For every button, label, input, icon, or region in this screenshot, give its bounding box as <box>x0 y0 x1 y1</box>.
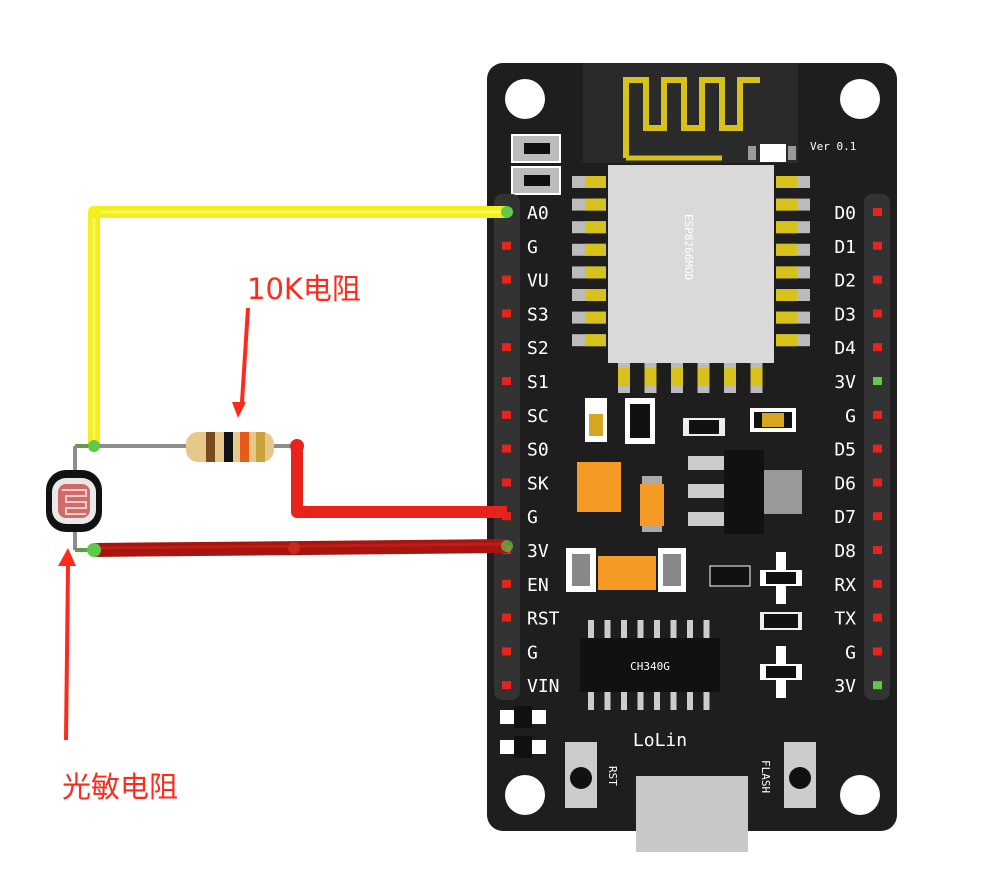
right-pin-label: D6 <box>834 473 856 494</box>
right-pin-label: D3 <box>834 304 856 325</box>
left-pin-label: VU <box>527 271 549 292</box>
left-pin-label: G <box>527 642 538 663</box>
antenna-trace <box>623 77 760 158</box>
brand-label: LoLin <box>633 730 687 751</box>
right-pin-dot <box>873 478 882 487</box>
right-pin-label: D0 <box>834 203 856 224</box>
left-pin-dot <box>502 681 511 690</box>
voltage-regulator <box>724 450 764 534</box>
left-pin-dot <box>502 241 511 250</box>
right-pin-label: D1 <box>834 237 856 258</box>
right-pin-label: D4 <box>834 338 856 359</box>
ldr-label: 光敏电阻 <box>62 770 178 804</box>
right-pin-label: G <box>845 406 856 427</box>
ldr-annotation: 光敏电阻 <box>58 548 178 804</box>
left-pin-label: G <box>527 507 538 528</box>
left-pin-label: EN <box>527 575 549 596</box>
left-pin-dot <box>502 444 511 453</box>
right-pin-label: D2 <box>834 271 856 292</box>
photoresistor <box>46 470 102 532</box>
right-pin-dot <box>873 579 882 588</box>
wire-ground <box>290 439 507 518</box>
usb-connector <box>636 776 748 852</box>
right-pin-dot <box>873 647 882 656</box>
flash-button-label: FLASH <box>759 760 772 793</box>
right-pin-label: 3V <box>834 676 856 697</box>
left-pin-dot <box>502 478 511 487</box>
left-pin-dot <box>502 410 511 419</box>
mounting-hole <box>505 79 545 119</box>
right-pin-dot <box>873 681 882 690</box>
right-pin-dot <box>873 343 882 352</box>
nodemcu-board: Ver 0.1 ESP8266MOD <box>487 63 897 852</box>
right-pin-label: D5 <box>834 440 856 461</box>
right-pin-dot <box>873 512 882 521</box>
left-pin-label: A0 <box>527 203 549 224</box>
left-pin-label: RST <box>527 609 560 630</box>
resistor-annotation: 10K电阻 <box>232 272 361 418</box>
left-pin-dot <box>502 647 511 656</box>
left-pin-label: G <box>527 237 538 258</box>
right-pin-label: TX <box>834 609 856 630</box>
right-pin-label: 3V <box>834 372 856 393</box>
right-pin-dot <box>873 208 882 216</box>
left-pin-dot <box>502 377 511 385</box>
right-pin-label: RX <box>834 575 856 596</box>
module-label: ESP8266MOD <box>682 214 695 280</box>
right-pin-dot <box>873 546 882 554</box>
board-version: Ver 0.1 <box>810 140 856 153</box>
left-pin-dot <box>502 343 511 352</box>
left-pin-label: S1 <box>527 372 549 393</box>
left-pin-label: S2 <box>527 338 549 359</box>
left-pin-dot <box>502 613 511 622</box>
resistor-10k <box>186 432 274 462</box>
usb-chip-label: CH340G <box>630 660 670 673</box>
right-pin-label: D8 <box>834 541 856 562</box>
right-pin-dot <box>873 377 882 385</box>
smd-capacitor <box>577 462 621 512</box>
right-pin-dot <box>873 275 882 284</box>
ch340g-chip <box>580 638 720 692</box>
smd-capacitor <box>640 484 664 526</box>
mounting-hole <box>840 775 880 815</box>
left-pin-label: S3 <box>527 304 549 325</box>
right-pin-dot <box>873 444 882 453</box>
right-pin-label: D7 <box>834 507 856 528</box>
left-pin-label: 3V <box>527 541 549 562</box>
resistor-label: 10K电阻 <box>247 272 361 306</box>
wire-signal <box>88 206 507 446</box>
right-pin-dot <box>873 309 882 318</box>
esp8266-module <box>608 165 774 363</box>
left-pin-label: SC <box>527 406 549 427</box>
right-pin-label: G <box>845 642 856 663</box>
wire-power <box>87 539 508 557</box>
left-pin-dot <box>502 275 511 284</box>
rst-button-label: RST <box>606 766 619 786</box>
left-pin-dot <box>502 579 511 588</box>
right-pin-dot <box>873 241 882 250</box>
right-pin-dot <box>873 613 882 622</box>
left-pin-label: SK <box>527 473 549 494</box>
left-pin-dot <box>502 309 511 318</box>
left-pin-label: VIN <box>527 676 560 697</box>
left-pin-label: S0 <box>527 440 549 461</box>
mounting-hole <box>840 79 880 119</box>
mounting-hole <box>505 775 545 815</box>
right-pin-dot <box>873 410 882 419</box>
